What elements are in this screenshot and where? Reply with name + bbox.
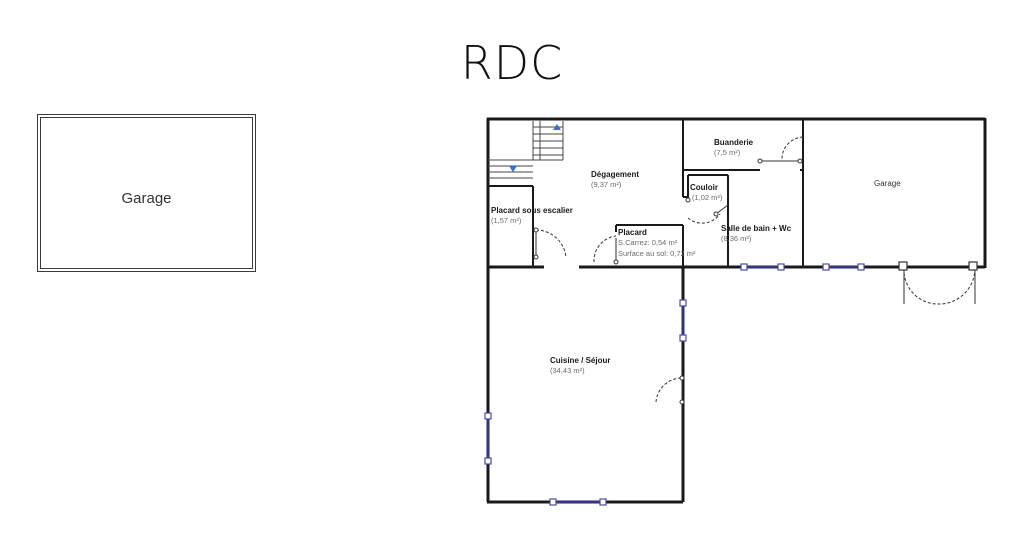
room-name-degagement: Dégagement (591, 170, 639, 179)
room-area-buanderie: (7,5 m²) (714, 148, 741, 157)
room-area-cuisine: (34,43 m²) (550, 366, 585, 375)
outer-walls (486, 117, 987, 504)
page-title: RDC (460, 36, 564, 90)
room-area-placard: S.Carrez: 0,54 m² (618, 238, 678, 247)
room-name-placard-escalier: Placard sous escalier (491, 206, 573, 215)
room-name-garage: Garage (874, 179, 901, 188)
windows (484, 263, 865, 506)
room-area2-placard: Surface au sol: 0,72 m² (618, 249, 696, 258)
room-area-couloir: (1,02 m²) (692, 193, 723, 202)
detached-garage-plan: Garage (37, 114, 256, 272)
stair-arrow-down-icon (509, 166, 517, 172)
door-leaves (535, 160, 976, 402)
room-area-sdb: (8,36 m²) (721, 234, 752, 243)
room-name-buanderie: Buanderie (714, 138, 754, 147)
room-name-sdb: Salle de bain + Wc (721, 224, 792, 233)
door-hinges (533, 158, 803, 405)
room-name-cuisine: Cuisine / Séjour (550, 356, 610, 365)
staircase (488, 121, 564, 179)
garage-door-posts (898, 261, 978, 271)
interior-walls (488, 119, 804, 267)
room-area-placard-escalier: (1,57 m²) (491, 216, 522, 225)
room-name-couloir: Couloir (690, 183, 718, 192)
stair-arrow-up-icon (553, 124, 561, 130)
detached-garage-label: Garage (121, 190, 172, 207)
room-area-degagement: (9,37 m²) (591, 180, 622, 189)
room-name-placard: Placard (618, 228, 647, 237)
